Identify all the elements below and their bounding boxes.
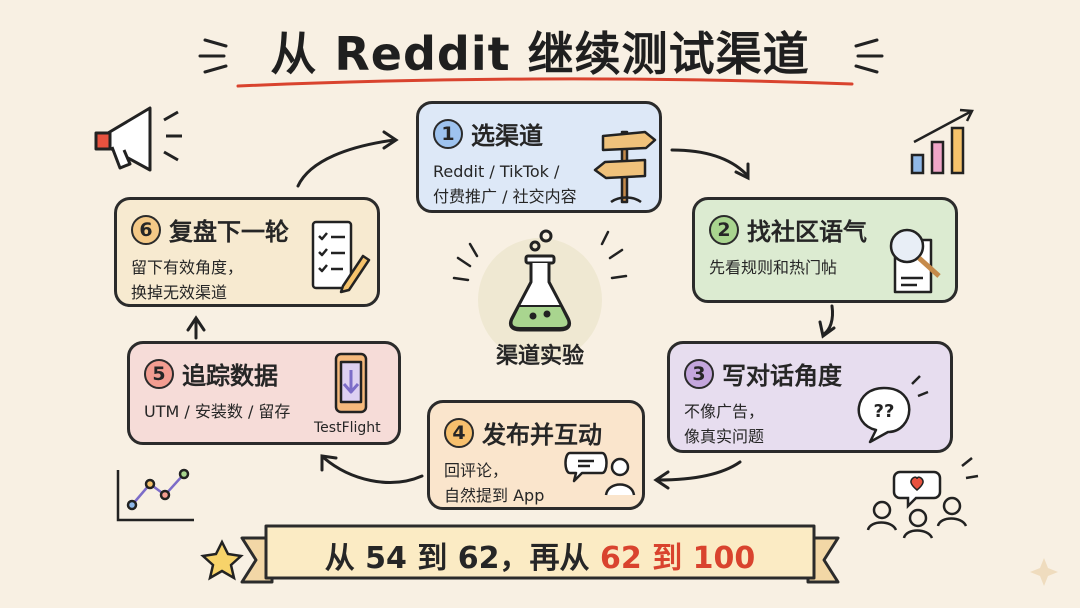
arrow-6-to-1	[298, 140, 394, 186]
step-desc-line: 不像广告，	[684, 399, 936, 424]
banner-text: 从 54 到 62，再从 62 到 100	[270, 533, 810, 577]
page-title: 从 Reddit 继续测试渠道	[0, 18, 1080, 84]
step-desc-line: 先看规则和热门帖	[709, 255, 941, 280]
step-desc-line: Reddit / TikTok /	[433, 159, 645, 184]
step-badge: 4	[444, 418, 474, 448]
line-chart-icon	[118, 470, 194, 520]
step-desc-line: 换掉无效渠道	[131, 280, 363, 305]
step-card-2: 2 找社区语气 先看规则和热门帖	[692, 197, 958, 303]
growth-chart-icon	[912, 110, 972, 173]
step-title: 复盘下一轮	[169, 218, 289, 246]
step-badge: 2	[709, 215, 739, 245]
step-badge: 1	[433, 119, 463, 149]
step-card-4: 4 发布并互动 回评论， 自然提到 App	[427, 400, 645, 510]
step-desc-line: 像真实问题	[684, 424, 936, 449]
step-badge: 3	[684, 359, 714, 389]
step-description: 留下有效角度， 换掉无效渠道	[131, 255, 363, 305]
arrow-3-to-4	[658, 462, 740, 480]
step-title: 写对话角度	[722, 362, 842, 390]
step-title: 找社区语气	[747, 218, 867, 246]
step-badge: 5	[144, 359, 174, 389]
arrow-4-to-5	[324, 458, 422, 482]
star-icon	[203, 542, 241, 578]
step-title: 选渠道	[471, 122, 543, 150]
megaphone-icon	[96, 108, 182, 170]
step-description: 先看规则和热门帖	[709, 255, 941, 280]
step-desc-line: 回评论，	[444, 458, 628, 483]
step-badge: 6	[131, 215, 161, 245]
step-description: 不像广告， 像真实问题	[684, 399, 936, 449]
step-title: 追踪数据	[182, 362, 278, 390]
step-desc-line: 付费推广 / 社交内容	[433, 184, 645, 209]
step-card-1: 1 选渠道 Reddit / TikTok / 付费推广 / 社交内容	[416, 101, 662, 213]
banner-text-highlight: 62 到 100	[600, 541, 755, 576]
step-card-6: 6 复盘下一轮 留下有效角度， 换掉无效渠道	[114, 197, 380, 307]
banner-text-part1: 从 54 到 62，再从	[325, 541, 600, 576]
step-description: 回评论， 自然提到 App	[444, 458, 628, 508]
community-people-icon	[868, 458, 978, 538]
center-label: 渠道实验	[470, 338, 610, 370]
sparkle-icon	[1030, 558, 1058, 586]
step-description: Reddit / TikTok / 付费推广 / 社交内容	[433, 159, 645, 209]
step-desc-line: 自然提到 App	[444, 483, 628, 508]
arrow-1-to-2	[672, 150, 746, 174]
testflight-label: TestFlight	[314, 420, 381, 436]
step-title: 发布并互动	[482, 421, 602, 449]
step-desc-line: 留下有效角度，	[131, 255, 363, 280]
